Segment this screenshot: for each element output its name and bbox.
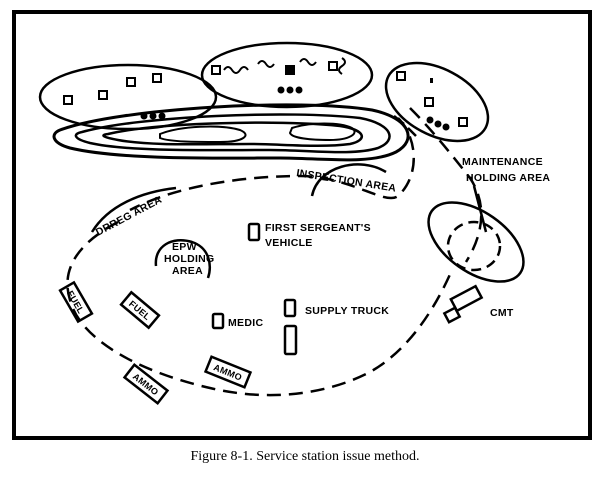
route-dashed-line: [66, 107, 483, 397]
epw-label-line3: AREA: [172, 265, 203, 277]
inspection-area-label: INSPECTION AREA: [296, 167, 398, 195]
first-sergeant-label-line1: FIRST SERGEANT'S: [265, 222, 371, 234]
vehicle-group-left: [38, 63, 218, 131]
first-sergeant-vehicle-icon: [247, 222, 261, 242]
figure-frame: [12, 10, 592, 440]
area-arcs: [90, 163, 387, 279]
first-sergeant-label-line2: VEHICLE: [265, 237, 313, 249]
vehicle-group-center: [200, 41, 374, 109]
maintenance-holding-area: [427, 185, 525, 283]
vehicle-group-right: [384, 61, 490, 143]
supply-truck-trailer-icon: [283, 324, 298, 356]
objects: [211, 222, 484, 356]
medic-label: MEDIC: [228, 317, 263, 329]
cmt-vehicle-icon: [449, 284, 484, 313]
figure-caption: Figure 8-1. Service station issue method…: [190, 449, 420, 464]
maintenance-label-line1: MAINTENANCE: [462, 156, 543, 168]
supply-truck-cab-icon: [283, 298, 297, 318]
medic-vehicle-icon: [211, 312, 225, 330]
leader-dashes: [393, 115, 417, 137]
cmt-label: CMT: [490, 307, 514, 319]
ammo-truck-2: AMMO: [203, 355, 253, 389]
epw-label-line2: HOLDING: [164, 253, 215, 265]
supply-truck-label: SUPPLY TRUCK: [305, 305, 389, 317]
terrain-contours: [52, 103, 410, 162]
fuel-truck-1: FUEL: [58, 280, 94, 324]
fuel-truck-2: FUEL: [119, 290, 161, 330]
service-station-diagram: FUEL FUEL AMMO AMMO DRREG AREA INSPECTIO…: [38, 41, 550, 405]
ammo-truck-1: AMMO: [122, 363, 170, 405]
maintenance-label-line2: HOLDING AREA: [466, 172, 550, 184]
cmt-trailer-icon: [442, 306, 462, 324]
epw-label-line1: EPW: [172, 241, 197, 253]
